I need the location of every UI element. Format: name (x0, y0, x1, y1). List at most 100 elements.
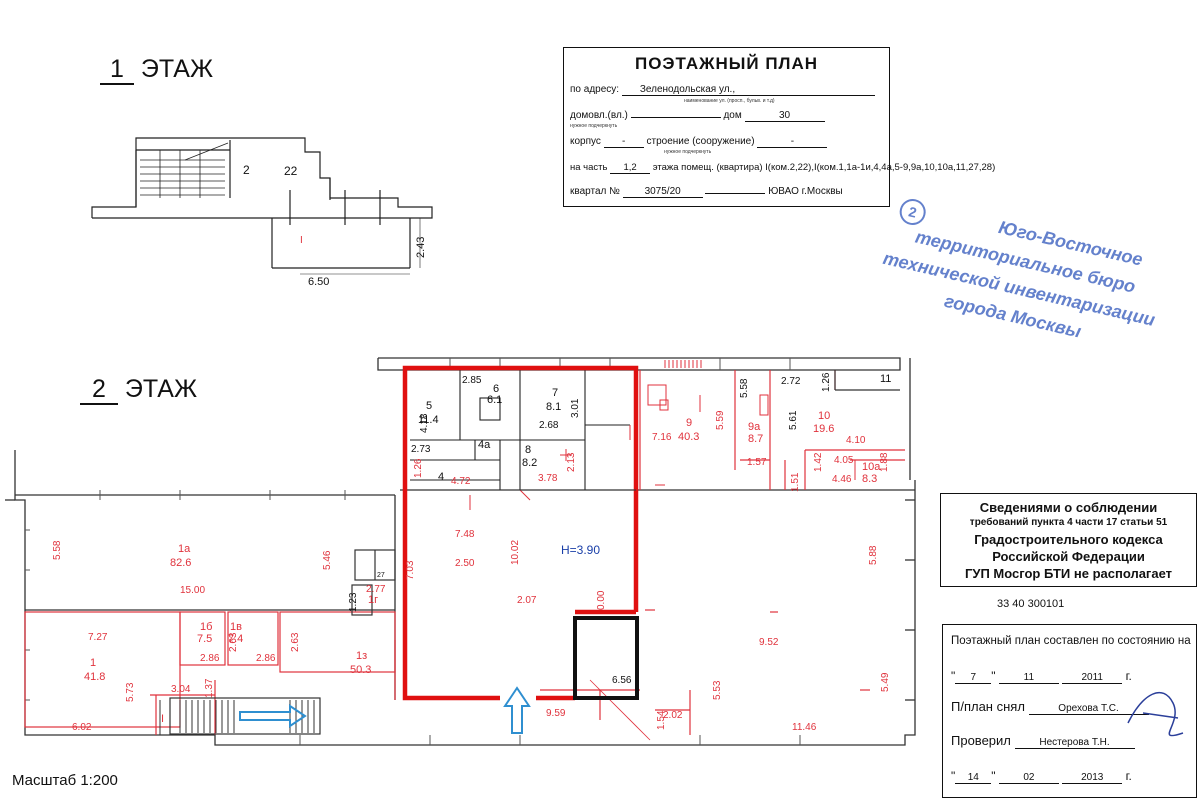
f1-room-2: 2 (243, 163, 250, 177)
compliance-info-box: Сведениями о соблюдении требований пункт… (940, 493, 1197, 587)
dim-4-18: 4.18 (419, 413, 430, 433)
dim-5-73: 5.73 (125, 682, 136, 702)
dim-4-46: 4.46 (832, 474, 852, 485)
room-1b-area: 7.5 (197, 633, 212, 645)
state-year-suffix-1: г. (1125, 669, 1132, 683)
stairs-bottom-left (159, 700, 315, 735)
room-10-num: 10 (818, 410, 830, 422)
room-6-num: 6 (493, 383, 499, 395)
entrance-arrows (239, 686, 531, 734)
domovl-row: домовл.(вл.) дом 30 (570, 110, 825, 122)
dim-1-26: 1.26 (413, 458, 424, 478)
kvartal-row: квартал № 3075/20 ЮВАО г.Москвы (570, 186, 843, 198)
room-10a-num: 10а (862, 461, 881, 473)
room-5-area: 11.4 (418, 414, 439, 426)
kvartal-label: квартал № (570, 186, 620, 197)
dim-1-26b: 1.26 (821, 372, 832, 392)
room-1v-num: 1в (230, 621, 242, 633)
part-label: на часть (570, 162, 608, 173)
domovl-hint: нужное подчеркнуть (570, 123, 618, 129)
korpus-value: - (603, 136, 644, 148)
dim-2-07: 2.07 (517, 595, 537, 606)
made-by-row: П/план снял Орехова Т.С. (951, 699, 1149, 715)
floor1-label-num: 1 (100, 55, 134, 85)
state-day-1: 7 (955, 672, 992, 684)
district-value: ЮВАО г.Москвы (768, 186, 843, 197)
room-4a-num: 4а (478, 439, 491, 451)
state-year-suffix-2: г. (1125, 769, 1132, 783)
room-4-num: 4 (438, 471, 444, 483)
made-by-value: Орехова Т.С. (1028, 703, 1149, 715)
dim-2-77: 2.77 (366, 584, 386, 595)
dim-2-85: 2.85 (462, 375, 482, 386)
state-heading: Поэтажный план составлен по состоянию на (951, 635, 1191, 647)
state-year-2: 2013 (1062, 772, 1123, 784)
room-7-num: 7 (552, 387, 558, 399)
dom-label: дом (723, 110, 742, 121)
room-1z-area: 50.3 (350, 664, 371, 676)
floor2-label-text: ЭТАЖ (124, 375, 198, 403)
plan-state-box: Поэтажный план составлен по состоянию на… (942, 624, 1197, 798)
korpus-row: корпус - строение (сооружение) - (570, 136, 828, 148)
room-I-num: I (161, 713, 164, 725)
checked-label: Проверил (951, 733, 1011, 748)
title-heading: ПОЭТАЖНЫЙ ПЛАН (634, 54, 819, 73)
room-9-area: 40.3 (678, 431, 699, 443)
dim-1-57: 1.57 (747, 457, 767, 468)
dim-0-00: 0.00 (596, 590, 607, 610)
height-label: H=3.90 (561, 543, 600, 557)
rooms-4-8 (410, 370, 630, 490)
floor2-label: 2 ЭТАЖ (80, 375, 198, 405)
dim-11-46: 11.46 (792, 722, 817, 733)
dim-3-01: 3.01 (570, 398, 581, 418)
dim-5-58-left: 5.58 (52, 540, 63, 560)
dim-2-68: 2.68 (539, 420, 559, 431)
dim-5-58: 5.58 (739, 378, 750, 398)
dim-5-59: 5.59 (715, 410, 726, 430)
title-block: ПОЭТАЖНЫЙ ПЛАН по адресу: Зеленодольская… (563, 47, 995, 207)
floor1-label: 1 ЭТАЖ (100, 55, 213, 85)
room-1a-num: 1а (178, 543, 191, 555)
floor2-outline (5, 357, 916, 746)
korpus-label: корпус (570, 136, 601, 147)
info-line-2: требований пункта 4 части 17 статьи 51 (969, 517, 1168, 528)
room-1-num: 1 (90, 657, 96, 669)
dimension-labels: 2.85 4.18 2.73 2.68 3.01 2.13 1.26 4.72 … (52, 372, 891, 733)
dim-2-63a: 2.63 (228, 632, 239, 652)
window-marks (25, 358, 801, 745)
dim-2-86a: 2.86 (200, 653, 220, 664)
kvartal-value: 3075/20 (622, 186, 703, 198)
dim-1-51: 1.51 (790, 472, 801, 492)
room-9a-area: 8.7 (748, 433, 763, 445)
stroenie-value: - (757, 136, 828, 148)
state-year-1: 2011 (1062, 672, 1123, 684)
dim-5-88: 5.88 (868, 545, 879, 565)
address-value: Зеленодольская ул., (621, 84, 875, 96)
state-date-row: "7" 11 2011 г. (951, 669, 1132, 684)
stroenie-label: строение (сооружение) (646, 136, 755, 147)
dim-6-02: 6.02 (72, 722, 92, 733)
room-6-area: 6.1 (487, 394, 502, 406)
room-1b-num: 1б (200, 621, 212, 633)
room-7-area: 8.1 (546, 401, 561, 413)
domovl-line (630, 117, 721, 118)
floor1-plan (91, 137, 433, 275)
info-line-1: Сведениями о соблюдении (979, 500, 1158, 515)
floor-info-label: этажа помещ. (квартира) (652, 162, 763, 173)
address-row: по адресу: Зеленодольская ул., (570, 84, 875, 96)
check-date-row: "14" 02 2013 г. (951, 769, 1132, 784)
room-8-area: 8.2 (522, 457, 537, 469)
room-11-num: 11 (880, 373, 891, 385)
dom-value: 30 (744, 110, 825, 122)
highlight-area (402, 365, 639, 701)
checked-row: Проверил Нестерова Т.Н. (951, 733, 1135, 749)
dim-2-02: 2.02 (663, 710, 683, 721)
dim-4-10: 4.10 (846, 435, 866, 446)
signature-mark (1127, 691, 1184, 737)
dim-1-54: 1.54 (656, 710, 667, 730)
state-month-2: 02 (998, 772, 1059, 784)
room-10-area: 19.6 (813, 423, 834, 435)
dim-1-42: 1.42 (813, 452, 824, 472)
dim-4-05: 4.05 (834, 455, 854, 466)
